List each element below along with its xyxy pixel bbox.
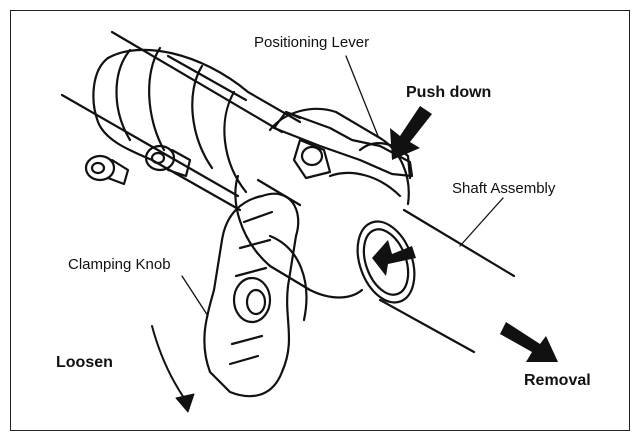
rear-tube bbox=[60, 30, 302, 207]
clamp-housing bbox=[234, 107, 412, 299]
diagram-frame bbox=[10, 10, 630, 431]
push-down-arrow bbox=[390, 106, 432, 160]
loosen-arrow bbox=[151, 325, 195, 413]
shaft-assembly-label: Shaft Assembly bbox=[452, 180, 556, 197]
positioning-lever-shape bbox=[272, 110, 414, 178]
removal-arrow bbox=[500, 322, 558, 362]
removal-label: Removal bbox=[524, 372, 591, 389]
bolt-middle bbox=[144, 144, 192, 178]
loosen-label: Loosen bbox=[56, 354, 113, 371]
bolt-left bbox=[84, 154, 130, 186]
push-in-arrow bbox=[372, 240, 416, 276]
positioning-lever-label: Positioning Lever bbox=[254, 34, 370, 51]
shaft-tube bbox=[356, 208, 516, 354]
clamping-knob-shape bbox=[203, 192, 308, 398]
push-down-label: Push down bbox=[406, 84, 492, 101]
leader-lines bbox=[181, 55, 504, 317]
clamping-knob-label: Clamping Knob bbox=[68, 256, 171, 273]
